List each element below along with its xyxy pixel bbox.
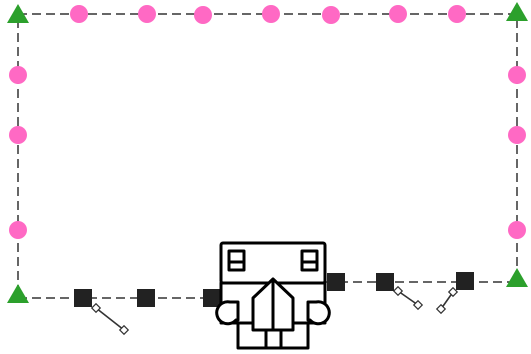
square-marker [74, 289, 92, 307]
tick-end [90, 302, 102, 314]
pink-dot [138, 5, 156, 23]
pink-dot [70, 5, 88, 23]
corner-triangle [7, 284, 29, 303]
robot-hand-right [306, 300, 331, 326]
pink-dot [322, 6, 340, 24]
tick-marker [435, 286, 459, 315]
pink-dot [9, 221, 27, 239]
pink-dot [9, 66, 27, 84]
dashed-line-frame [17, 13, 518, 294]
square-marker [376, 273, 394, 291]
tick-end [435, 303, 447, 315]
tick-end [392, 285, 404, 297]
pink-dot [9, 126, 27, 144]
pink-dot [194, 6, 212, 24]
pink-dot [389, 5, 407, 23]
pink-dot [508, 126, 526, 144]
tick-line [397, 290, 419, 306]
robot-icon [215, 241, 331, 350]
tick-marker [392, 285, 424, 311]
corner-triangle [506, 2, 528, 21]
robot-hand-left [215, 300, 240, 326]
tick-end [447, 286, 459, 298]
pink-dot [508, 221, 526, 239]
tick-marker [90, 302, 130, 336]
tick-end [412, 299, 424, 311]
square-marker [456, 272, 474, 290]
tick-markers [90, 285, 459, 336]
corner-triangle [506, 268, 528, 287]
pink-dot [448, 5, 466, 23]
tick-end [118, 324, 130, 336]
square-marker [203, 289, 221, 307]
tick-line [95, 307, 125, 331]
square-marker [137, 289, 155, 307]
dashed-boundary [17, 13, 518, 299]
pink-dot [262, 5, 280, 23]
corner-triangle [7, 4, 29, 23]
corner-markers [7, 2, 528, 303]
pink-dot [508, 66, 526, 84]
square-marker [327, 273, 345, 291]
square-markers [74, 272, 474, 307]
dot-markers [9, 5, 526, 239]
